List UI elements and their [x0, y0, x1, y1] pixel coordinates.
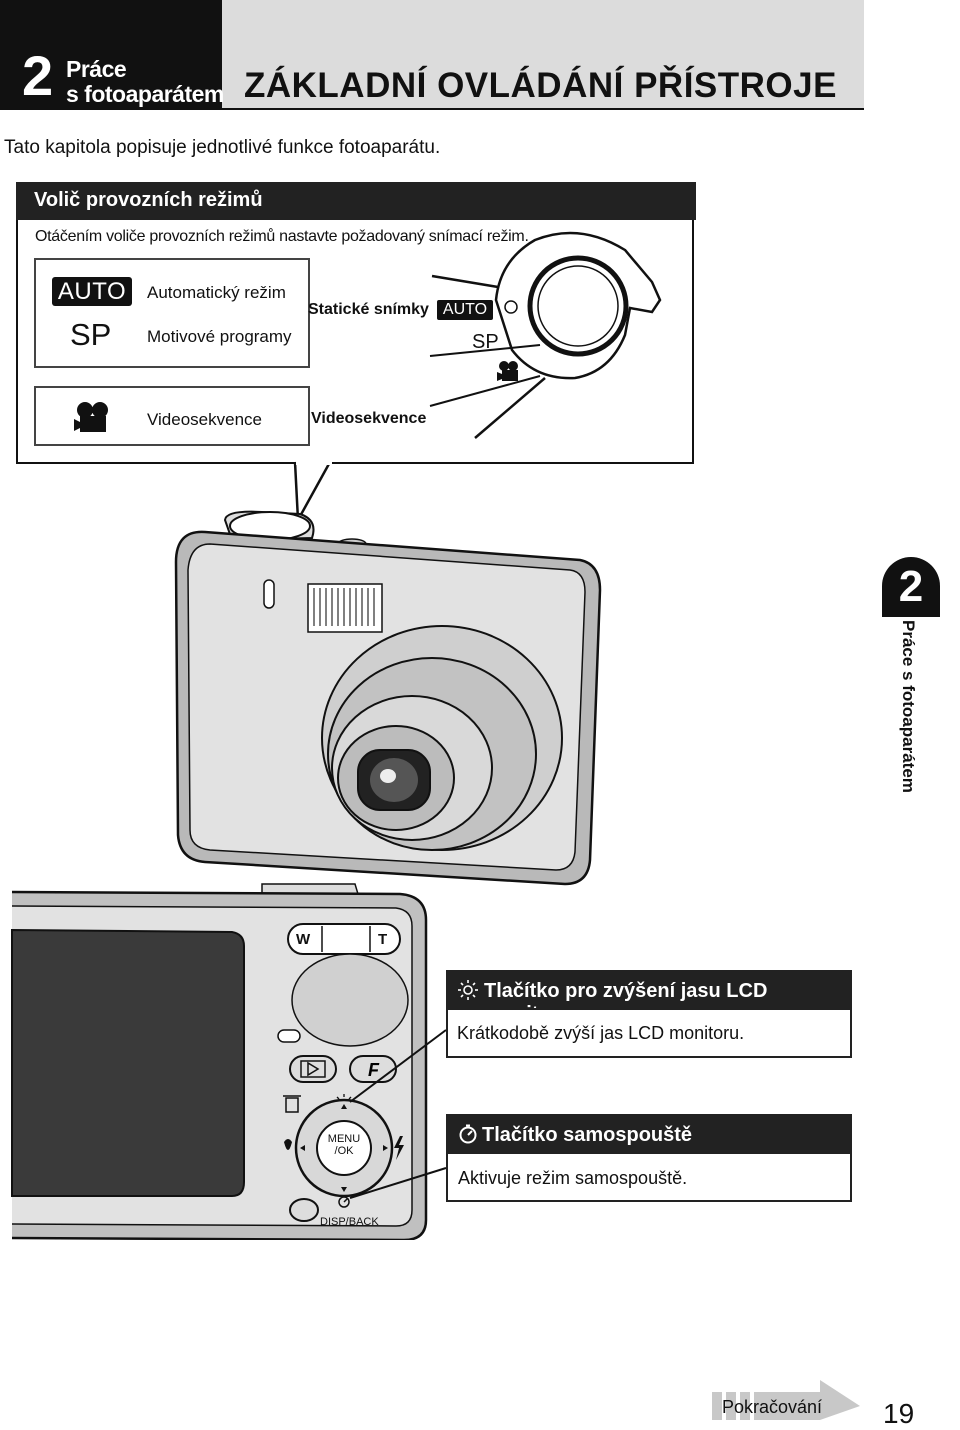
zoom-tele-label: T: [378, 931, 388, 948]
mode-table-video: [34, 386, 310, 446]
auto-mode-icon: AUTO: [52, 277, 132, 306]
mode-dial-title-bar: Volič provozních režimů: [16, 182, 696, 220]
menu-ok-line1: MENU: [327, 1133, 361, 1145]
brightness-callout-title-bar: Tlačítko pro zvýšení jasu LCD monitoru: [446, 970, 852, 1025]
mode-dial-illustration: [293, 231, 662, 525]
self-timer-callout-title-bar: Tlačítko samospouště: [446, 1114, 852, 1152]
chapter-header-block: [0, 0, 222, 110]
side-tab-number: 2: [882, 557, 940, 617]
chapter-name-line2: s fotoaparátem: [66, 81, 224, 107]
self-timer-callout-box: Aktivuje režim samospouště.: [446, 1152, 852, 1202]
movie-camera-icon: [74, 402, 108, 432]
sp-mode-label: Motivové programy: [147, 327, 292, 346]
menu-ok-button[interactable]: MENU /OK: [323, 1133, 365, 1157]
chapter-number: 2: [22, 44, 53, 107]
dial-sp-label: SP: [472, 331, 499, 353]
self-timer-icon: [459, 1124, 477, 1144]
dial-video-label: Videosekvence: [311, 410, 427, 427]
continue-label[interactable]: Pokračování: [722, 1397, 823, 1417]
brightness-callout-box: Krátkodobě zvýší jas LCD monitoru.: [446, 1008, 852, 1058]
brightness-callout-text: Krátkodobě zvýší jas LCD monitoru.: [457, 1023, 745, 1043]
self-timer-callout-title: Tlačítko samospouště: [482, 1124, 693, 1146]
dial-movie-icon: [497, 361, 518, 381]
self-timer-callout-text: Aktivuje režim samospouště.: [458, 1168, 688, 1188]
dial-auto-badge: AUTO: [437, 300, 493, 320]
sp-mode-icon: SP: [70, 317, 112, 352]
menu-ok-line2: /OK: [334, 1145, 354, 1157]
svg-text:F: F: [368, 1060, 380, 1080]
chapter-name-line1: Práce: [66, 56, 127, 82]
title-header-band: [222, 0, 864, 110]
disp-back-label: DISP/BACK: [320, 1216, 379, 1228]
camera-back-illustration: F: [11, 883, 447, 1240]
video-mode-label: Videosekvence: [147, 410, 262, 429]
intro-text: Tato kapitola popisuje jednotlivé funkce…: [4, 137, 441, 158]
camera-front-illustration: [174, 510, 602, 886]
page-title: ZÁKLADNÍ OVLÁDÁNÍ PŘÍSTROJE: [244, 66, 837, 105]
zoom-wide-label: W: [296, 931, 311, 948]
auto-mode-label: Automatický režim: [147, 283, 286, 302]
mode-dial-description: Otáčením voliče provozních režimů nastav…: [35, 228, 529, 245]
page-number: 19: [883, 1398, 915, 1429]
side-tab-text: Práce s fotoaparátem: [899, 620, 918, 793]
brightness-sun-icon: [458, 980, 478, 1000]
continue-arrow: [712, 1380, 860, 1420]
dial-still-label: Statické snímky: [308, 301, 429, 318]
mode-table-still: [34, 258, 310, 368]
mode-dial-title: Volič provozních režimů: [34, 189, 263, 211]
